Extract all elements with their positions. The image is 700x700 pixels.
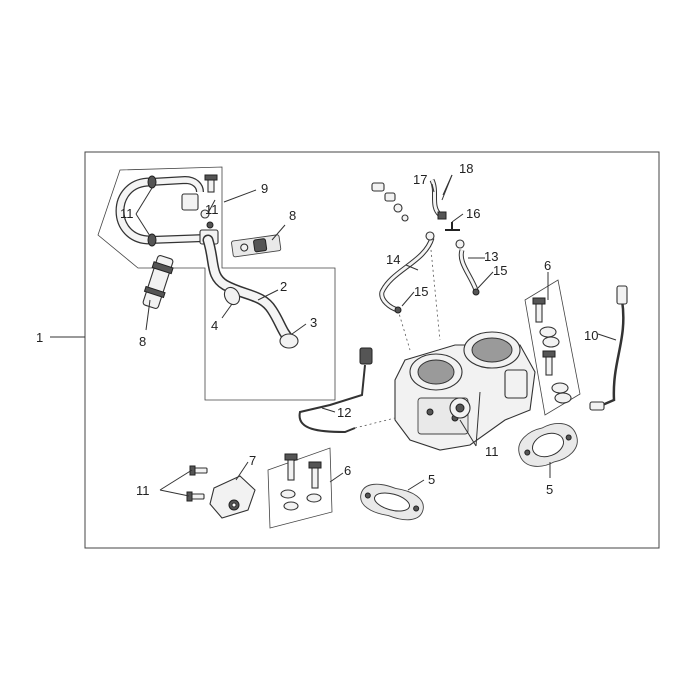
callout-1: 1 bbox=[36, 330, 43, 345]
injector-bracket bbox=[231, 234, 282, 258]
callout-3: 3 bbox=[310, 315, 317, 330]
callout-5-right: 5 bbox=[546, 482, 553, 497]
callout-18: 18 bbox=[459, 161, 473, 176]
callout-7: 7 bbox=[249, 453, 256, 468]
throttle-body bbox=[394, 331, 536, 451]
washer bbox=[280, 489, 296, 499]
callout-2: 2 bbox=[280, 279, 287, 294]
bolt bbox=[287, 457, 295, 481]
callout-leaders bbox=[135, 174, 617, 497]
callout-6-right: 6 bbox=[544, 258, 551, 273]
hose-clip bbox=[472, 288, 480, 296]
throttle-position-sensor bbox=[209, 475, 256, 519]
callout-11-bolt: 11 bbox=[205, 202, 219, 217]
hose-clamp bbox=[279, 333, 299, 349]
fitting-nut bbox=[206, 221, 214, 229]
intake-gasket bbox=[518, 423, 578, 467]
hose-clamp bbox=[147, 233, 157, 247]
hose-clip bbox=[394, 306, 402, 314]
callout-8-left: 8 bbox=[139, 334, 146, 349]
callout-12: 12 bbox=[337, 405, 351, 420]
washer bbox=[306, 493, 322, 503]
routing-line bbox=[397, 309, 411, 351]
cable-connector bbox=[359, 347, 373, 365]
callout-10: 10 bbox=[584, 328, 598, 343]
hose-group-panel bbox=[97, 166, 336, 401]
assembly-frame bbox=[84, 151, 660, 549]
callout-8-right: 8 bbox=[289, 208, 296, 223]
callout-15-left: 15 bbox=[414, 284, 428, 299]
routing-line bbox=[354, 417, 396, 429]
routing-line bbox=[429, 239, 441, 341]
bolt-plate-panel bbox=[524, 279, 581, 416]
breather-parts bbox=[371, 178, 460, 241]
bolt bbox=[311, 465, 319, 489]
callout-15-right: 15 bbox=[493, 263, 507, 278]
callout-9: 9 bbox=[261, 181, 268, 196]
washer bbox=[200, 209, 210, 219]
callout-11-hose: 11 bbox=[120, 206, 134, 221]
bolt bbox=[545, 354, 553, 376]
callout-17: 17 bbox=[413, 172, 427, 187]
callout-labels: 1 2 3 4 5 5 6 6 7 8 8 9 10 11 11 11 11 1… bbox=[36, 161, 598, 498]
washer bbox=[539, 326, 557, 338]
callout-14: 14 bbox=[386, 252, 400, 267]
bolt bbox=[535, 301, 543, 323]
hose-clamp bbox=[223, 286, 241, 306]
fuel-injector bbox=[142, 255, 174, 309]
idle-cable bbox=[599, 299, 625, 408]
washer bbox=[551, 382, 569, 394]
throttle-cable bbox=[298, 364, 366, 434]
intake-gasket bbox=[360, 483, 424, 521]
callout-6-bottom: 6 bbox=[344, 463, 351, 478]
vacuum-hose bbox=[379, 237, 435, 313]
callout-16: 16 bbox=[466, 206, 480, 221]
hose-clamp bbox=[147, 175, 157, 189]
bolt-plate-panel bbox=[267, 447, 333, 529]
callout-4: 4 bbox=[211, 318, 218, 333]
callout-5-bottom: 5 bbox=[428, 472, 435, 487]
hose-connector bbox=[181, 193, 199, 211]
callout-11-screws: 11 bbox=[136, 483, 150, 498]
callout-11-throttle: 11 bbox=[485, 444, 499, 459]
callout-13: 13 bbox=[484, 249, 498, 264]
